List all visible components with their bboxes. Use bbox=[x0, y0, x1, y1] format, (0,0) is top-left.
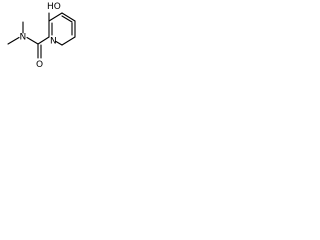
ring-bond bbox=[48, 12, 63, 22]
ring-bond bbox=[61, 12, 76, 22]
pyridine-ring bbox=[48, 12, 76, 46]
ring-nitrogen-label: N bbox=[50, 37, 57, 47]
carbonyl-oxygen-label: O bbox=[36, 60, 43, 70]
hydroxyl-label: HO bbox=[47, 2, 61, 12]
ring-to-carbonyl-bond bbox=[37, 36, 50, 45]
structure-diagram: HO O N N bbox=[7, 2, 76, 70]
amide-nitrogen-label: N bbox=[20, 33, 27, 43]
ring-double-bond bbox=[61, 15, 73, 23]
ring-bond bbox=[61, 36, 76, 46]
amide-bond bbox=[26, 36, 39, 45]
n-methyl-bond bbox=[7, 36, 20, 45]
ring-bond bbox=[55, 40, 63, 46]
